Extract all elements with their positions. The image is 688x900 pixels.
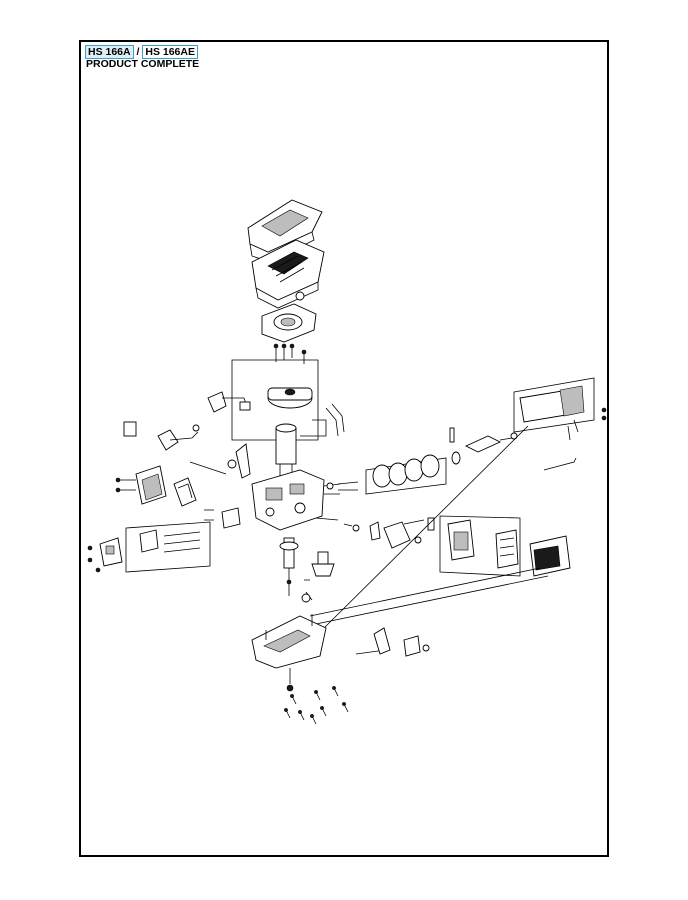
left-carb-box: [87, 521, 211, 573]
intake-gasket-part[interactable]: [204, 507, 241, 529]
piston-part[interactable]: [301, 551, 335, 603]
model-separator: /: [136, 46, 140, 58]
loose-screws-bottom[interactable]: [284, 686, 349, 725]
flywheel-part[interactable]: [267, 387, 313, 409]
model-title: HS 166A / HS 166AE: [85, 45, 198, 59]
ignition-coil-box: [207, 359, 319, 441]
screws-middle-part[interactable]: [315, 481, 360, 532]
screws-top-part[interactable]: [273, 343, 307, 364]
page-frame: [79, 40, 609, 857]
hex-key-part[interactable]: [543, 457, 577, 471]
throttle-lever-part[interactable]: [449, 427, 518, 453]
carburetor-part[interactable]: [369, 517, 435, 549]
air-filter-cover-part[interactable]: [529, 535, 571, 577]
air-filter-box: [439, 515, 521, 577]
filter-housing-part[interactable]: [251, 239, 325, 309]
engine-block-part[interactable]: [251, 469, 341, 531]
crankshaft-part[interactable]: [279, 537, 299, 596]
fan-housing-part[interactable]: [261, 303, 317, 343]
model-a-label[interactable]: HS 166A: [85, 45, 134, 59]
muffler-part[interactable]: [115, 465, 167, 505]
wire-harness-part[interactable]: [300, 403, 345, 437]
gear-housing-part[interactable]: [251, 614, 327, 692]
muffler-shield-part[interactable]: [173, 477, 197, 507]
top-cover-part[interactable]: [247, 199, 323, 263]
recoil-starter-rings[interactable]: [365, 451, 461, 495]
model-b-label[interactable]: HS 166AE: [142, 45, 198, 59]
drive-tube-part[interactable]: [309, 425, 549, 633]
handle-assembly-part[interactable]: [513, 377, 607, 441]
left-bracket-part[interactable]: [123, 421, 200, 451]
trigger-parts[interactable]: [355, 627, 430, 657]
throttle-rod-part[interactable]: [189, 443, 251, 479]
page-subtitle: PRODUCT COMPLETE: [86, 58, 200, 70]
